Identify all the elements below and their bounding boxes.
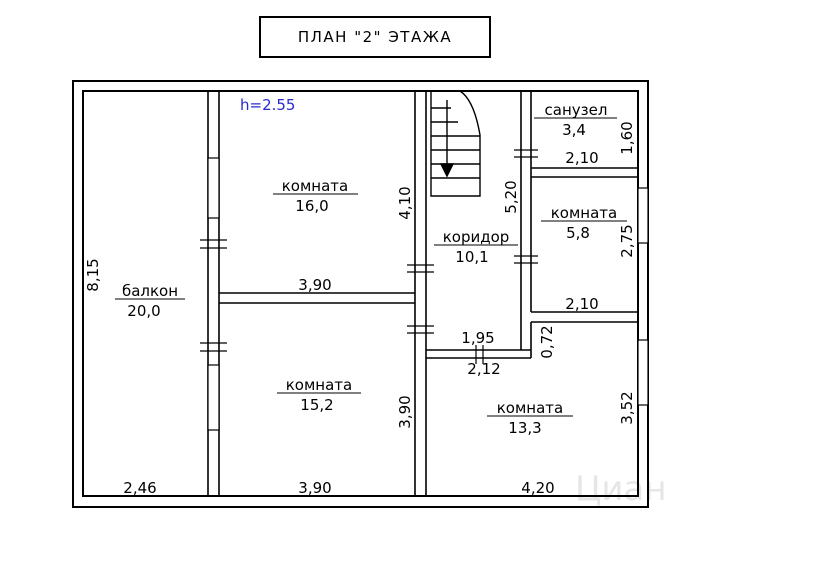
dim-room-lower-width: 3,90 [298, 479, 331, 497]
window-small-room [637, 187, 649, 244]
windows [207, 157, 649, 431]
small-room-area: 5,8 [566, 224, 590, 242]
area-underlines [115, 117, 627, 417]
window-lower-left [207, 364, 220, 431]
plan-title: ПЛАН "2" ЭТАЖА [259, 16, 491, 58]
corridor-name: коридор [443, 228, 510, 246]
interior-walls [207, 91, 638, 496]
door-marks [200, 149, 538, 364]
room-lower-left-area: 15,2 [300, 396, 333, 414]
room-lower-right-area: 13,3 [508, 419, 541, 437]
bathroom-area: 3,4 [562, 121, 586, 139]
dim-corridor-depth: 5,20 [502, 180, 520, 213]
room-upper-left-name: комната [282, 177, 348, 195]
dim-bath-depth: 1,60 [618, 121, 636, 154]
small-room-name: комната [551, 204, 617, 222]
dim-small-room-width: 2,10 [565, 295, 598, 313]
ceiling-height-label: h=2.55 [240, 96, 295, 114]
window-upper-left [207, 157, 220, 219]
dim-bath-width: 2,10 [565, 149, 598, 167]
dim-room-upper-depth: 4,10 [396, 186, 414, 219]
dim-recess-width: 2,12 [467, 360, 500, 378]
window-right-room [637, 339, 649, 406]
staircase [430, 90, 481, 197]
dim-small-room-depth: 2,75 [618, 224, 636, 257]
watermark-text: Циан [575, 469, 667, 509]
corridor-area: 10,1 [455, 248, 488, 266]
dim-right-room-depth: 3,52 [618, 391, 636, 424]
outer-walls [72, 80, 649, 508]
dim-room-lower-depth: 3,90 [396, 395, 414, 428]
room-lower-right-name: комната [497, 399, 563, 417]
dim-right-room-width: 4,20 [521, 479, 554, 497]
dim-balcony-width: 2,46 [123, 479, 156, 497]
dim-recess-depth: 0,72 [538, 325, 556, 358]
dim-corridor-width: 1,95 [461, 329, 494, 347]
bathroom-name: санузел [545, 101, 608, 119]
room-upper-left-area: 16,0 [295, 197, 328, 215]
dim-room-upper-width: 3,90 [298, 276, 331, 294]
room-lower-left-name: комната [286, 376, 352, 394]
balcony-name: балкон [122, 282, 178, 300]
dim-balcony-length: 8,15 [84, 258, 102, 291]
balcony-area: 20,0 [127, 302, 160, 320]
